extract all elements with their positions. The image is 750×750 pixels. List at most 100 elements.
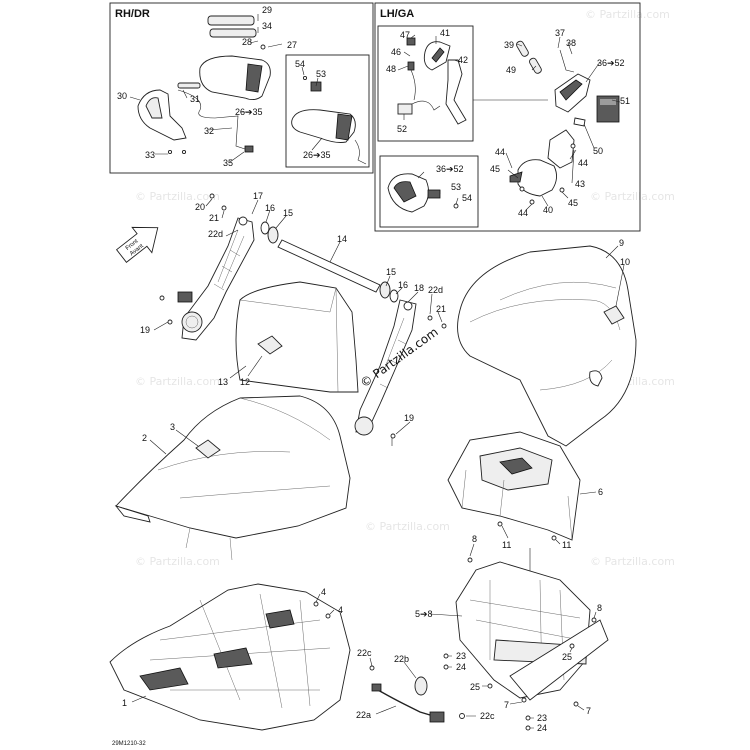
washer-24-right (525, 725, 531, 731)
screw-8-top (467, 557, 473, 563)
callout-label[interactable]: 11 (562, 540, 571, 550)
diagram-code: 29M1210-32 (112, 741, 146, 747)
callout-label[interactable]: 48 (386, 64, 396, 74)
callout-label[interactable]: 23 (456, 651, 466, 661)
callout-label[interactable]: 32 (204, 126, 214, 136)
callout-label[interactable]: 54 (462, 193, 472, 203)
rear-skid-plate (509, 619, 609, 701)
callout-label[interactable]: 7 (586, 706, 591, 716)
grommet-22b (414, 676, 428, 696)
callout-label[interactable]: 9 (619, 238, 624, 248)
callout-label[interactable]: 8 (472, 534, 477, 544)
callout-label[interactable]: 18 (414, 283, 424, 293)
callout-label[interactable]: 19 (404, 413, 414, 423)
callout-label[interactable]: 22a (356, 710, 371, 720)
callout-label[interactable]: 20 (195, 202, 205, 212)
callout-label[interactable]: 6 (598, 487, 603, 497)
bracket-41-detail (431, 47, 445, 63)
callout-label[interactable]: 4 (338, 605, 343, 615)
callout-label[interactable]: 11 (502, 540, 511, 550)
callout-label[interactable]: 23 (537, 713, 547, 723)
callout-label[interactable]: 28 (242, 37, 252, 47)
callout-label[interactable]: 35 (223, 158, 233, 168)
callout-label[interactable]: 10 (620, 257, 630, 267)
callout-label[interactable]: 45 (568, 198, 578, 208)
callout-label[interactable]: 31 (190, 94, 200, 104)
rh-handle-cap (245, 63, 263, 93)
callout-label[interactable]: 46 (391, 47, 401, 57)
callout-label[interactable]: 13 (218, 377, 228, 387)
callout-label[interactable]: 26➔35 (303, 150, 331, 160)
callout-label[interactable]: 3 (170, 422, 175, 432)
callout-label[interactable]: 51 (620, 96, 630, 106)
callout-label[interactable]: 43 (575, 179, 585, 189)
washer-16-right (389, 289, 399, 303)
callout-label[interactable]: 34 (262, 21, 272, 31)
callout-label[interactable]: 47 (400, 30, 410, 40)
callout-label[interactable]: 44 (578, 158, 588, 168)
callout-label[interactable]: 33 (145, 150, 155, 160)
callout-label[interactable]: 50 (593, 146, 603, 156)
callout-label[interactable]: 38 (566, 38, 576, 48)
callout-label[interactable]: 19 (140, 325, 150, 335)
screw-8-right (591, 617, 597, 623)
callout-label[interactable]: 24 (456, 662, 466, 672)
main-seat-logo (195, 439, 221, 459)
module-52 (397, 103, 413, 115)
callout-label[interactable]: 37 (555, 28, 565, 38)
front-arrow-icon (115, 226, 159, 263)
callout-label[interactable]: 8 (597, 603, 602, 613)
callout-label[interactable]: 30 (117, 91, 127, 101)
backrest-logo (257, 335, 283, 355)
callout-label[interactable]: 53 (451, 182, 461, 192)
callout-label[interactable]: 44 (495, 147, 505, 157)
callout-label[interactable]: 4 (321, 587, 326, 597)
callout-label[interactable]: 22c (357, 648, 372, 658)
callout-label[interactable]: 24 (537, 723, 547, 733)
callout-label[interactable]: 22c (480, 711, 495, 721)
harness-connector-b (429, 711, 445, 723)
washer-16-left (260, 221, 270, 235)
callout-label[interactable]: 29 (262, 5, 272, 15)
callout-label[interactable]: 17 (253, 191, 263, 201)
callout-label[interactable]: 1 (122, 698, 127, 708)
callout-label[interactable]: 36➔52 (436, 164, 464, 174)
callout-label[interactable]: 12 (240, 377, 250, 387)
callout-label[interactable]: 16 (265, 203, 275, 213)
bushing-15-left (267, 226, 279, 244)
callout-label[interactable]: 36➔52 (597, 58, 625, 68)
callout-label[interactable]: 53 (316, 69, 326, 79)
callout-label[interactable]: 49 (506, 65, 516, 75)
callout-label[interactable]: 40 (543, 205, 553, 215)
callout-label[interactable]: 25 (562, 652, 572, 662)
lh-wires (409, 67, 441, 111)
callout-label[interactable]: 27 (287, 40, 297, 50)
callout-label[interactable]: 22b (394, 654, 409, 664)
callout-label[interactable]: 42 (458, 55, 468, 65)
callout-label[interactable]: 15 (386, 267, 396, 277)
callout-label[interactable]: 16 (398, 280, 408, 290)
screw-54b (453, 203, 459, 209)
callout-label[interactable]: 14 (337, 234, 347, 244)
tube-14 (277, 239, 381, 293)
callout-label[interactable]: 22d (428, 285, 443, 295)
seat-base-dark-a (139, 667, 189, 691)
callout-label[interactable]: 41 (440, 28, 450, 38)
callout-label[interactable]: 26➔35 (235, 107, 263, 117)
callout-label[interactable]: 44 (518, 208, 528, 218)
callout-label[interactable]: 2 (142, 433, 147, 443)
storage-bin-leaders (501, 491, 597, 595)
callout-label[interactable]: 15 (283, 208, 293, 218)
callout-label[interactable]: 7 (504, 700, 509, 710)
callout-label[interactable]: 5➔8 (415, 609, 433, 619)
callout-label[interactable]: 22d (208, 229, 223, 239)
callout-label[interactable]: 39 (504, 40, 514, 50)
rh-inset-frame (285, 54, 370, 168)
callout-label[interactable]: 25 (470, 682, 480, 692)
callout-label[interactable]: 45 (490, 164, 500, 174)
callout-label[interactable]: 21 (209, 213, 219, 223)
callout-label[interactable]: 21 (436, 304, 446, 314)
lh-panel: LH/GA 47 41 (374, 2, 641, 232)
callout-label[interactable]: 52 (397, 124, 407, 134)
callout-label[interactable]: 54 (295, 59, 305, 69)
